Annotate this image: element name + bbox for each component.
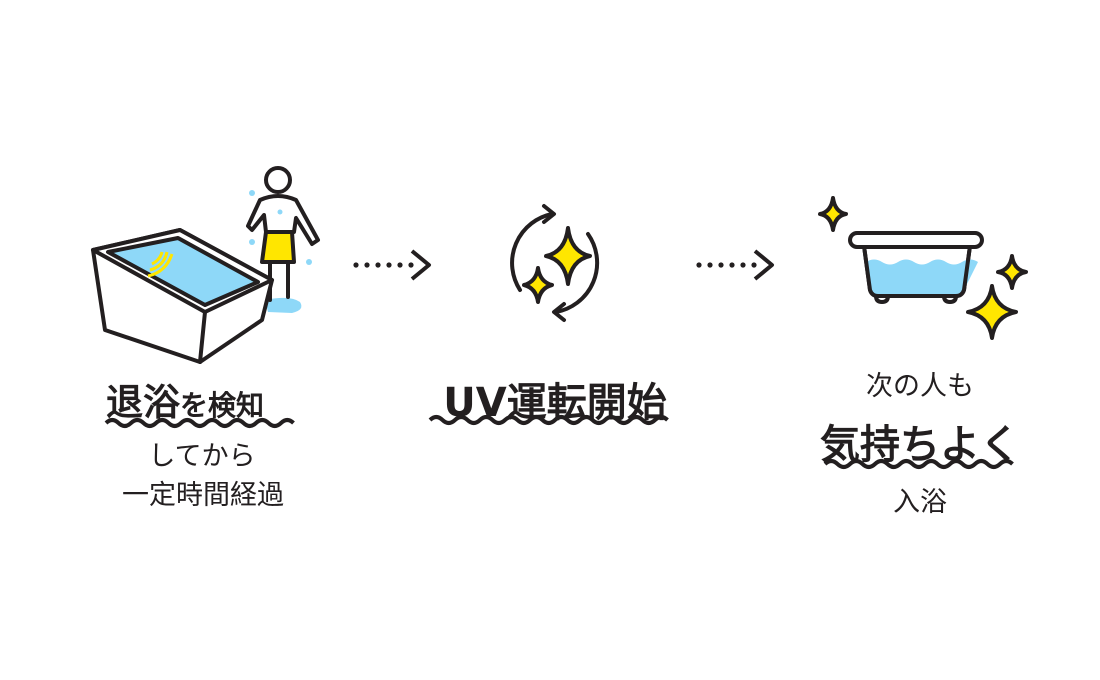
wavy-underline	[428, 415, 669, 425]
wavy-underline	[104, 418, 295, 428]
step1-title: 退浴を検知	[106, 372, 264, 426]
wavy-underline	[823, 459, 1014, 469]
step1-line2: してから	[148, 441, 256, 472]
step3-line3: 入浴	[893, 487, 947, 518]
dotted-arrow-icon	[353, 249, 431, 281]
step1-title-small: を検知	[180, 389, 265, 422]
dotted-arrow-icon	[696, 249, 774, 281]
step1-line3: 一定時間経過	[122, 480, 284, 511]
step3-line1: 次の人も	[866, 371, 974, 402]
step1-title-big: 退浴	[106, 381, 180, 424]
